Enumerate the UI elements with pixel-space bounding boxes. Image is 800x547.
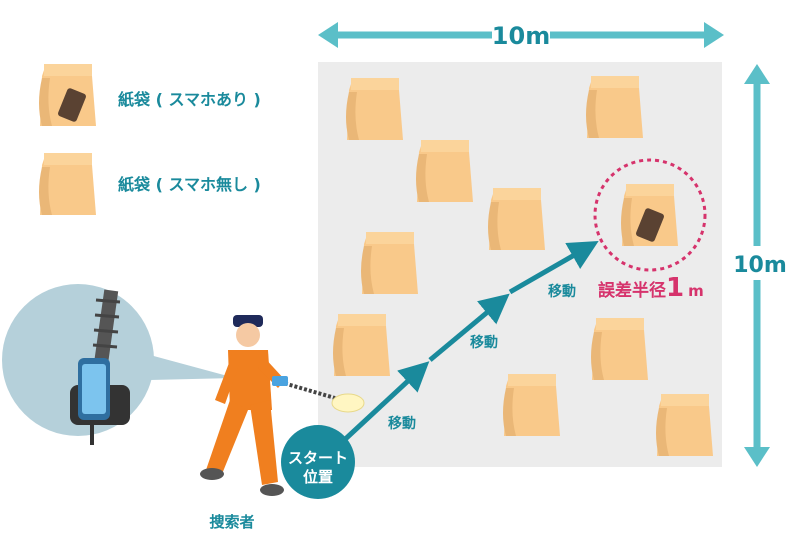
bag-icon xyxy=(333,314,390,376)
start-position-marker xyxy=(281,425,355,499)
legend-without-phone: 紙袋 ( スマホ無し ) xyxy=(118,175,261,194)
searcher-label: 捜索者 xyxy=(209,513,254,531)
start-label-line2: 位置 xyxy=(303,468,333,486)
bag-icon xyxy=(591,318,648,380)
bag-icon xyxy=(361,232,418,294)
bag-icon xyxy=(416,140,473,202)
move-label: 移動 xyxy=(470,334,498,351)
height-dimension-arrow xyxy=(738,64,780,467)
bag-icon xyxy=(503,374,560,436)
width-label: 10m xyxy=(492,22,550,50)
movement-path xyxy=(338,241,599,446)
bag-icon xyxy=(586,76,643,138)
start-label-line1: スタート xyxy=(288,449,348,467)
width-dimension-arrow xyxy=(318,20,724,50)
searcher-figure xyxy=(200,315,365,496)
legend-with-phone: 紙袋 ( スマホあり ) xyxy=(118,90,261,109)
device-closeup xyxy=(2,284,235,445)
height-label: 10m xyxy=(733,253,787,278)
target-bag-with-phone-icon xyxy=(621,184,678,246)
move-label: 移動 xyxy=(388,415,416,432)
move-label: 移動 xyxy=(548,283,576,300)
bag-icon xyxy=(346,78,403,140)
bag-icon xyxy=(656,394,713,456)
error-radius-circle xyxy=(593,158,707,272)
legend-bag-without-phone-icon xyxy=(39,153,96,215)
legend-bag-with-phone-icon xyxy=(39,64,96,126)
bag-icon xyxy=(488,188,545,250)
